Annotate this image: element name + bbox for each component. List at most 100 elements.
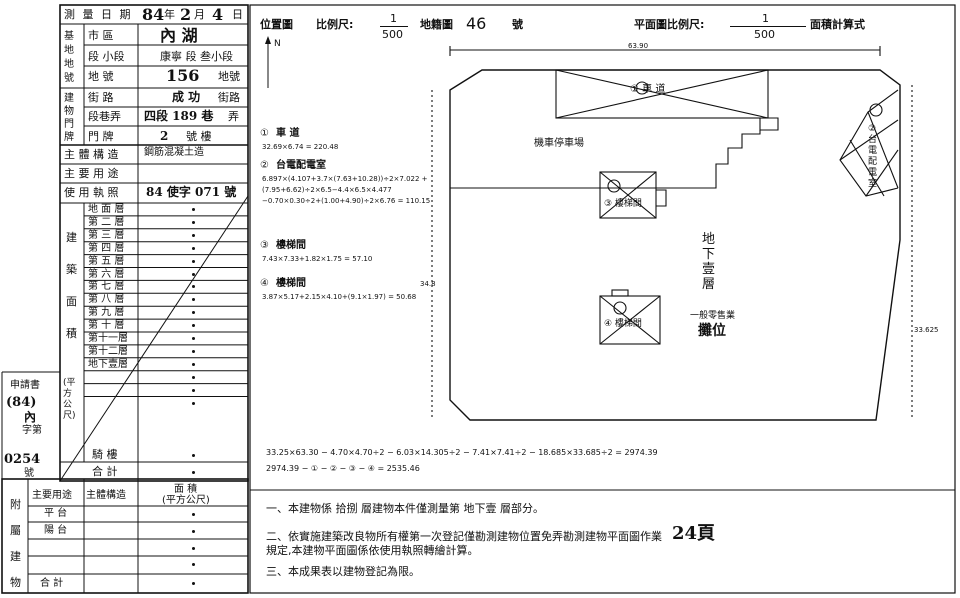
structure-label: 主 體 構 造 — [64, 148, 119, 161]
lane-value: 四段 189 巷 — [144, 109, 214, 123]
calc-name: 樓梯間 — [276, 240, 306, 251]
floor-area-dot — [192, 324, 195, 328]
application-suffix: 號 — [24, 468, 34, 479]
note-1: 一、本建物係 拾捌 層建物本件僅測量第 地下壹 層部分。 — [266, 502, 544, 515]
calc-formula: 6.897×(4.107+3.7×(7.63+10.28))÷2×7.022 +… — [262, 175, 431, 205]
scale-label: 比例尺: — [316, 18, 354, 31]
survey-day: 4 — [212, 5, 224, 24]
floor-area-dot — [192, 233, 195, 237]
scale-fraction-bar — [380, 26, 408, 27]
annex-row-label: 陽 台 — [44, 524, 68, 536]
floor-label: 第十一層 — [88, 333, 128, 344]
floor-label: 第 五 層 — [88, 255, 125, 267]
signature: 24頁 — [672, 523, 716, 544]
note-3: 三、本成果表以建物登記為限。 — [266, 565, 420, 578]
parking-label: 機車停車場 — [534, 138, 584, 149]
calc-name: 樓梯間 — [276, 278, 306, 289]
balcony-label: 騎 樓 — [92, 448, 118, 461]
survey-year: 84 — [142, 5, 165, 24]
month-unit: 月 — [194, 8, 205, 21]
calc-title: ④ — [260, 278, 269, 289]
map-suffix: 號 — [512, 18, 523, 31]
annex-area-dot — [192, 546, 195, 550]
annex-area-dot — [192, 563, 195, 567]
license-value: 84 使字 071 號 — [146, 185, 237, 199]
survey-month: 2 — [180, 5, 192, 24]
floor-label: 地下壹層 — [88, 358, 128, 370]
annex-total-dot — [192, 582, 195, 585]
floor-area-dot — [192, 220, 195, 224]
calc-title: ③ — [260, 240, 269, 251]
annex-total: 合 計 — [40, 578, 64, 589]
lane-label: 段巷弄 — [88, 110, 121, 123]
stair4-label: ④ 樓梯間 — [604, 319, 642, 329]
floor-area-dot — [192, 272, 195, 276]
stalls-label: 攤位 — [698, 323, 726, 339]
plan-scale-label: 平面圖比例尺: — [634, 18, 705, 31]
location-label: 位置圖 — [260, 18, 293, 31]
lot-suffix: 地號 — [218, 70, 240, 83]
floor-area-dot — [192, 208, 195, 211]
map-no: 46 — [466, 14, 487, 33]
application-word: 內 — [24, 410, 37, 424]
door-label: 門 牌 — [88, 130, 114, 143]
scale-den: 500 — [382, 28, 403, 41]
floor-area-dot — [192, 349, 195, 353]
height-right-label: 33.625 — [914, 326, 939, 334]
street-label: 街 路 — [88, 91, 114, 104]
plan-scale-fraction-bar — [730, 26, 806, 27]
year-unit: 年 — [164, 8, 175, 21]
section-label: 段 小段 — [88, 50, 125, 63]
floor-label: 第 六 層 — [88, 268, 125, 280]
door-value: 2 — [160, 129, 169, 143]
substation-label: ② 台電配電室 — [868, 124, 878, 189]
use-label: 主 要 用 途 — [64, 167, 119, 180]
annex-area-dot — [192, 529, 195, 533]
annex-col-area: 面 積 — [174, 484, 198, 495]
day-unit: 日 — [232, 8, 243, 21]
city-district-label: 市 區 — [88, 29, 114, 42]
floor-area-dot — [192, 259, 195, 263]
floor-area-dot — [192, 362, 195, 366]
basement-label: 地下壹層 — [702, 232, 716, 292]
north-label: N — [274, 39, 281, 49]
annex-group-label: 附屬建物 — [10, 498, 21, 589]
floor-area-dot — [192, 401, 195, 405]
lane-suffix: 弄 — [228, 110, 239, 123]
street-suffix: 街路 — [218, 91, 240, 104]
stair3-label: ③ 樓梯間 — [604, 199, 642, 209]
application-year: (84) — [6, 395, 37, 410]
floor-label: 第 十 層 — [88, 320, 125, 332]
total-dot — [192, 471, 195, 474]
floor-area-dot — [192, 375, 195, 379]
calc-formula: 7.43×7.33+1.82×1.75 = 57.10 — [262, 255, 373, 263]
annex-col-area-unit: (平方公尺) — [162, 495, 210, 506]
balcony-dot — [192, 454, 195, 457]
floor-label: 第 九 層 — [88, 307, 125, 319]
annex-area-dot — [192, 513, 195, 516]
height-left-label: 34.8 — [420, 280, 436, 288]
floor-label: 第 七 層 — [88, 281, 125, 293]
structure-value: 鋼筋混凝土造 — [144, 147, 204, 158]
floor-area-dot — [192, 298, 195, 302]
shop-label: 一般零售業 — [690, 311, 736, 321]
floor-label: 第 八 層 — [88, 294, 125, 306]
area-unit-label: (平方公尺) — [63, 378, 76, 421]
floor-area-dot — [192, 285, 195, 289]
floor-label: 第 四 層 — [88, 242, 125, 254]
lot-number: 156 — [166, 66, 200, 85]
street-value: 成 功 — [172, 90, 201, 104]
floor-label: 地 面 層 — [88, 204, 125, 215]
floor-area-dot — [192, 337, 195, 340]
building-address-group-label: 建物門牌 — [64, 93, 74, 143]
city-district-value: 內 湖 — [160, 26, 198, 45]
annex-row-label: 平 台 — [44, 508, 68, 519]
calc-name: 車 道 — [276, 128, 300, 139]
note-2: 二、依實施建築改良物所有權第一次登記僅勘測建物位置免弄勘測建物平面圖作業規定,本… — [266, 530, 662, 557]
application-char: 字第 — [22, 425, 42, 436]
calc-title: ② — [260, 160, 269, 171]
door-suffix: 號 樓 — [186, 130, 212, 143]
